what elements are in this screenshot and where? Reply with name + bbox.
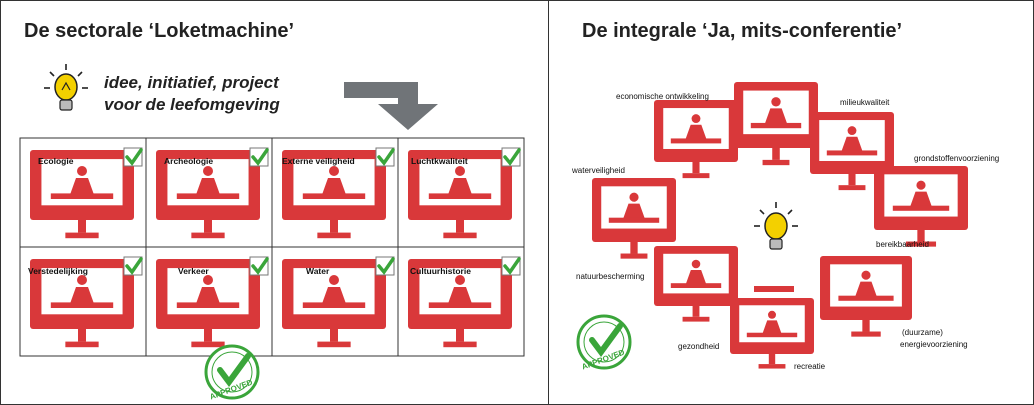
cell-label-cultuurhistorie: Cultuurhistorie	[410, 266, 471, 276]
idea-text: idee, initiatief, project voor de leefom…	[104, 72, 280, 116]
label-duurzame: (duurzame)	[902, 328, 943, 337]
counter-monitor-2	[282, 150, 386, 239]
flow-arrow	[344, 82, 438, 130]
conference-monitor-1	[734, 82, 818, 166]
check-icon-0	[123, 147, 143, 167]
check-icon-5	[249, 256, 269, 276]
cell-label-ecologie: Ecologie	[38, 156, 74, 166]
idea-line-2: voor de leefomgeving	[104, 95, 280, 114]
check-icon-3	[501, 147, 521, 167]
label-recreatie: recreatie	[794, 362, 826, 371]
counter-monitor-1	[156, 150, 260, 239]
conference-monitor-7	[730, 298, 814, 369]
check-icon-7	[501, 256, 521, 276]
label-energievoorziening: energievoorziening	[900, 340, 968, 349]
check-icon-2	[375, 147, 395, 167]
conference-table	[754, 286, 794, 292]
check-icon-1	[249, 147, 269, 167]
conference-monitor-3	[874, 166, 968, 247]
center-lightbulb-icon	[754, 202, 798, 250]
counter-monitor-4	[30, 259, 134, 348]
right-panel-title: De integrale ‘Ja, mits-conferentie’	[582, 20, 903, 42]
cell-label-verkeer: Verkeer	[178, 266, 209, 276]
label-bereikbaarheid: bereikbaarheid	[876, 240, 929, 249]
cell-label-externe-veiligheid: Externe veiligheid	[282, 156, 355, 166]
approved-stamp-left: APPROVED	[204, 344, 260, 402]
left-panel-title: De sectorale ‘Loketmachine’	[24, 20, 295, 42]
label-economische-ontwikkeling: economische ontwikkeling	[616, 92, 709, 101]
check-icon-4	[123, 256, 143, 276]
counter-monitor-5	[156, 259, 260, 348]
conference-monitor-0	[654, 100, 738, 179]
counter-monitor-3	[408, 150, 512, 239]
cell-label-verstedelijking: Verstedelijking	[28, 266, 88, 276]
cell-label-luchtkwaliteit: Luchtkwaliteit	[411, 156, 468, 166]
counter-grid	[19, 137, 525, 357]
check-icon-6	[375, 256, 395, 276]
cell-label-archeologie: Archeologie	[164, 156, 214, 166]
idea-line-1: idee, initiatief, project	[104, 73, 279, 92]
panel-divider	[548, 0, 549, 405]
conference-monitor-4	[592, 178, 676, 259]
conference-monitor-2	[810, 112, 894, 191]
cell-label-water: Water	[306, 266, 330, 276]
label-natuurbescherming: natuurbescherming	[576, 272, 645, 281]
label-milieukwaliteit: milieukwaliteit	[840, 98, 890, 107]
counter-monitor-0	[30, 150, 134, 239]
label-gezondheid: gezondheid	[678, 342, 720, 351]
counter-monitor-6	[282, 259, 386, 348]
label-waterveiligheid: waterveiligheid	[572, 166, 625, 175]
approved-stamp-right: APPROVED	[576, 314, 632, 372]
label-grondstoffenvoorziening: grondstoffenvoorziening	[914, 154, 1000, 163]
conference-monitor-6	[654, 246, 738, 322]
lightbulb-icon	[44, 64, 88, 111]
counter-monitor-7	[408, 259, 512, 348]
conference-monitor-5	[820, 256, 912, 337]
